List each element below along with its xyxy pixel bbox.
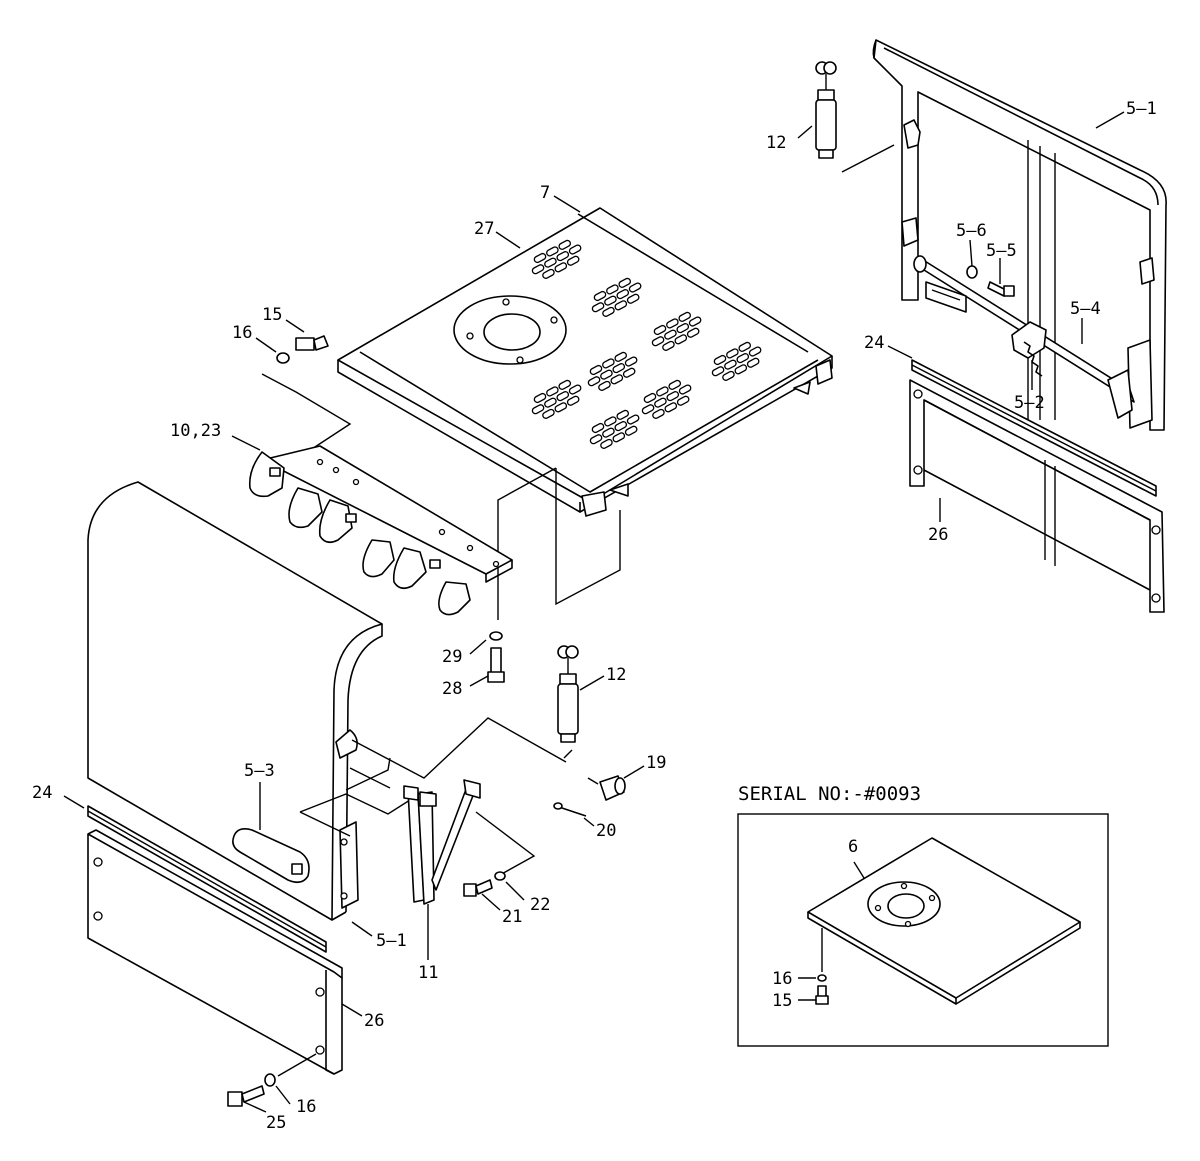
washer-16-top <box>276 352 290 364</box>
bolt-25 <box>227 1085 265 1107</box>
callout-22: 22 <box>530 895 550 915</box>
callout-5-1-bottom: 5–1 <box>376 931 407 951</box>
callout-5-1-top: 5–1 <box>1126 99 1157 119</box>
callout-5-5: 5–5 <box>986 241 1017 261</box>
clip-20 <box>553 802 587 817</box>
callout-15-inset: 15 <box>772 991 792 1011</box>
callout-29: 29 <box>442 647 462 667</box>
pin-19 <box>599 775 626 801</box>
callout-7: 7 <box>540 183 550 203</box>
callout-5-4: 5–4 <box>1070 299 1101 319</box>
bolt-5-5 <box>987 281 1015 297</box>
callout-16-bottom: 16 <box>296 1097 316 1117</box>
washer-16-bottom <box>264 1073 276 1087</box>
seal-strip-left <box>87 805 327 953</box>
leader-lines <box>63 111 1125 1113</box>
bolt-15-top <box>295 335 329 351</box>
callout-5-3: 5–3 <box>244 761 275 781</box>
callout-21: 21 <box>502 907 522 927</box>
callout-5-2: 5–2 <box>1014 393 1045 413</box>
seat-back-frame <box>872 39 1167 431</box>
callout-26-right: 26 <box>928 525 948 545</box>
callout-10-23: 10,23 <box>170 421 221 441</box>
washer-22 <box>494 871 506 881</box>
callout-24-left: 24 <box>32 783 52 803</box>
callout-28: 28 <box>442 679 462 699</box>
bolt-28 <box>487 647 505 683</box>
inset-title: SERIAL NO:-#0093 <box>738 783 921 805</box>
callout-19: 19 <box>646 753 666 773</box>
release-lever <box>232 828 310 884</box>
callout-25: 25 <box>266 1113 286 1133</box>
bolt-21 <box>463 879 493 897</box>
serial-inset: SERIAL NO:-#0093 <box>737 783 1109 1047</box>
callout-12-top: 12 <box>766 133 786 153</box>
seat-base-plate <box>337 207 833 517</box>
callout-27: 27 <box>474 219 494 239</box>
callout-26-left: 26 <box>364 1011 384 1031</box>
callout-24-right: 24 <box>864 333 884 353</box>
side-frame-right <box>909 379 1165 613</box>
hinge-bracket <box>248 445 513 616</box>
callout-6: 6 <box>848 837 858 857</box>
gas-spring-top <box>815 61 837 159</box>
callout-20: 20 <box>596 821 616 841</box>
lever-bracket <box>1011 321 1047 377</box>
gas-spring-middle <box>557 645 579 743</box>
seat-box-panel <box>87 481 391 921</box>
callout-11: 11 <box>418 963 438 983</box>
seat-plate-6 <box>807 837 1081 1005</box>
callout-16-top: 16 <box>232 323 252 343</box>
washer-5-6 <box>966 265 978 279</box>
callout-16-inset: 16 <box>772 969 792 989</box>
callout-labels: 5–1 12 7 27 5–6 5–5 5–4 24 5–2 15 16 10,… <box>32 99 1157 1133</box>
seal-strip-right <box>911 359 1157 497</box>
cover-plate-left <box>87 829 343 1075</box>
callout-5-6: 5–6 <box>956 221 987 241</box>
washer-29 <box>489 631 503 641</box>
callout-15-top: 15 <box>262 305 282 325</box>
callout-12-mid: 12 <box>606 665 626 685</box>
support-bracket <box>403 779 481 905</box>
